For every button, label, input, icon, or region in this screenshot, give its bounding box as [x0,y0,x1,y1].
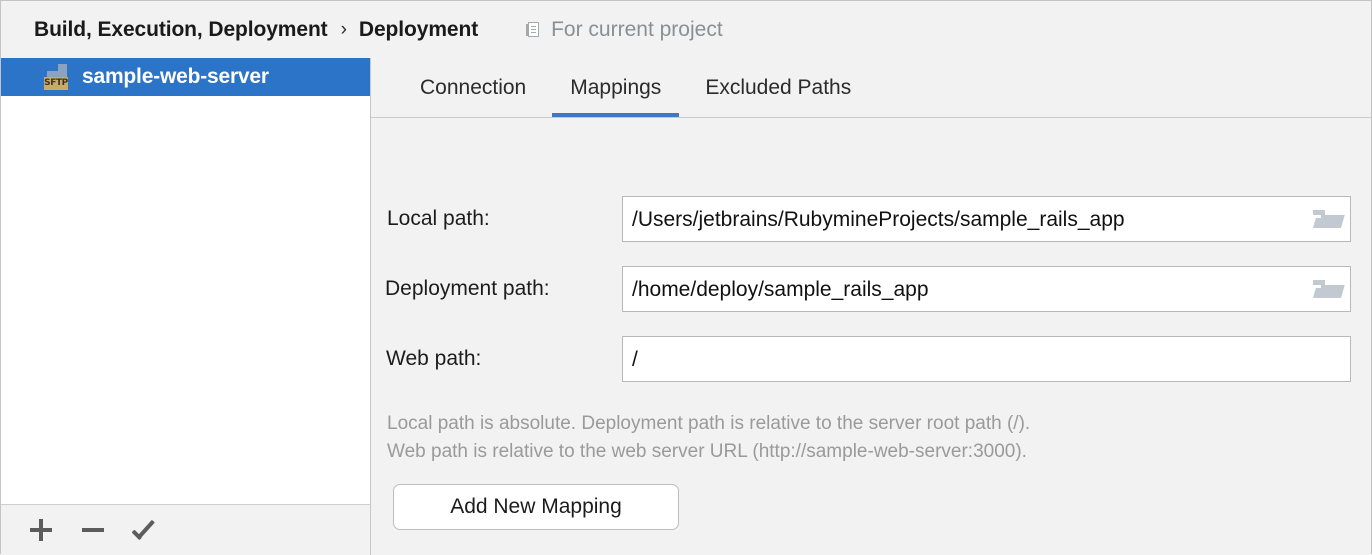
add-new-mapping-button[interactable]: Add New Mapping [393,484,679,530]
deployment-path-browse-button[interactable] [1312,277,1345,301]
header-bar: Build, Execution, Deployment › Deploymen… [1,1,1371,58]
hint-line-2: Web path is relative to the web server U… [387,441,1027,462]
sftp-badge-label: SFTP [44,78,68,88]
local-path-value: /Users/jetbrains/RubymineProjects/sample… [632,207,1125,231]
sidebar-divider [370,58,371,555]
remove-server-button[interactable] [67,508,119,552]
deployment-path-value: /home/deploy/sample_rails_app [632,277,929,301]
list-item-sample-web-server[interactable]: SFTP sample-web-server [1,58,370,96]
web-path-label: Web path: [386,347,482,370]
project-scope: For current project [526,18,723,42]
breadcrumb-root[interactable]: Build, Execution, Deployment [34,17,328,41]
tab-excluded-paths[interactable]: Excluded Paths [705,75,852,99]
deployment-path-label: Deployment path: [385,277,550,300]
local-path-input[interactable]: /Users/jetbrains/RubymineProjects/sample… [622,196,1351,242]
minus-icon [82,527,104,532]
hint-line-1: Local path is absolute. Deployment path … [387,413,1031,434]
deployment-path-input[interactable]: /home/deploy/sample_rails_app [622,266,1351,312]
web-path-input[interactable]: / [622,336,1351,382]
breadcrumb-separator-icon: › [340,18,347,40]
mappings-hint: Local path is absolute. Deployment path … [387,410,1030,466]
module-icon [526,21,541,38]
breadcrumb-current: Deployment [358,17,479,41]
plus-icon [30,518,52,541]
tab-bar: Connection Mappings Excluded Paths [371,58,1371,118]
sftp-server-icon: SFTP [43,62,73,92]
server-list-toolbar [1,504,370,554]
set-default-server-button[interactable] [119,508,171,552]
tab-mappings[interactable]: Mappings [548,58,683,117]
server-list: SFTP sample-web-server [1,58,370,554]
server-name: sample-web-server [82,65,269,88]
local-path-label: Local path: [387,207,490,230]
web-path-value: / [632,347,638,371]
tab-connection[interactable]: Connection [420,75,527,99]
add-server-button[interactable] [15,508,67,552]
content-panel: Connection Mappings Excluded Paths Local… [371,58,1371,555]
check-icon [132,519,158,541]
project-scope-label: For current project [551,17,723,41]
local-path-browse-button[interactable] [1312,207,1345,231]
